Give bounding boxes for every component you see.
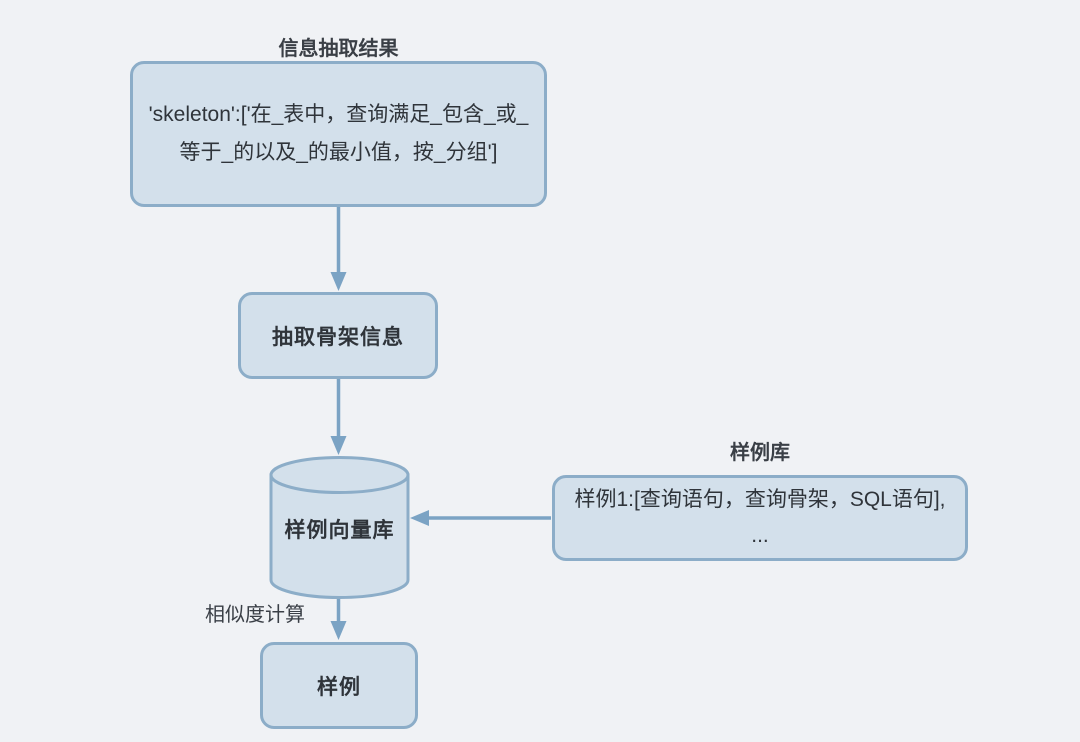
sample-node: 样例 xyxy=(260,642,418,729)
arrow-vectorstore-to-sample xyxy=(330,597,347,640)
extract-skeleton-label: 抽取骨架信息 xyxy=(272,325,404,349)
extraction-result-text-line1: 'skeleton':['在_表中，查询满足_包含_或_ xyxy=(148,103,529,126)
sample-library-text-line1: 样例1:[查询语句，查询骨架，SQL语句], xyxy=(574,488,946,511)
vector-store-label: 样例向量库 xyxy=(284,519,395,542)
extraction-result-text-line2: 等于_的以及_的最小值，按_分组'] xyxy=(179,141,498,164)
sample-library-text-line2: ... xyxy=(751,524,769,547)
sample-node-label: 样例 xyxy=(317,675,361,699)
extract-skeleton-node: 抽取骨架信息 xyxy=(238,292,438,379)
arrow-skeleton-to-vectorstore xyxy=(330,379,347,455)
sample-library-node: 样例1:[查询语句，查询骨架，SQL语句], ... xyxy=(552,475,968,561)
arrow-samplelib-to-vectorstore xyxy=(410,510,551,526)
sample-library-title: 样例库 xyxy=(730,442,790,464)
extraction-result-title: 信息抽取结果 xyxy=(278,38,399,60)
arrow-extraction-to-skeleton xyxy=(330,207,347,291)
similarity-edge-label: 相似度计算 xyxy=(205,604,305,626)
extraction-result-node: 'skeleton':['在_表中，查询满足_包含_或_ 等于_的以及_的最小值… xyxy=(130,61,547,207)
